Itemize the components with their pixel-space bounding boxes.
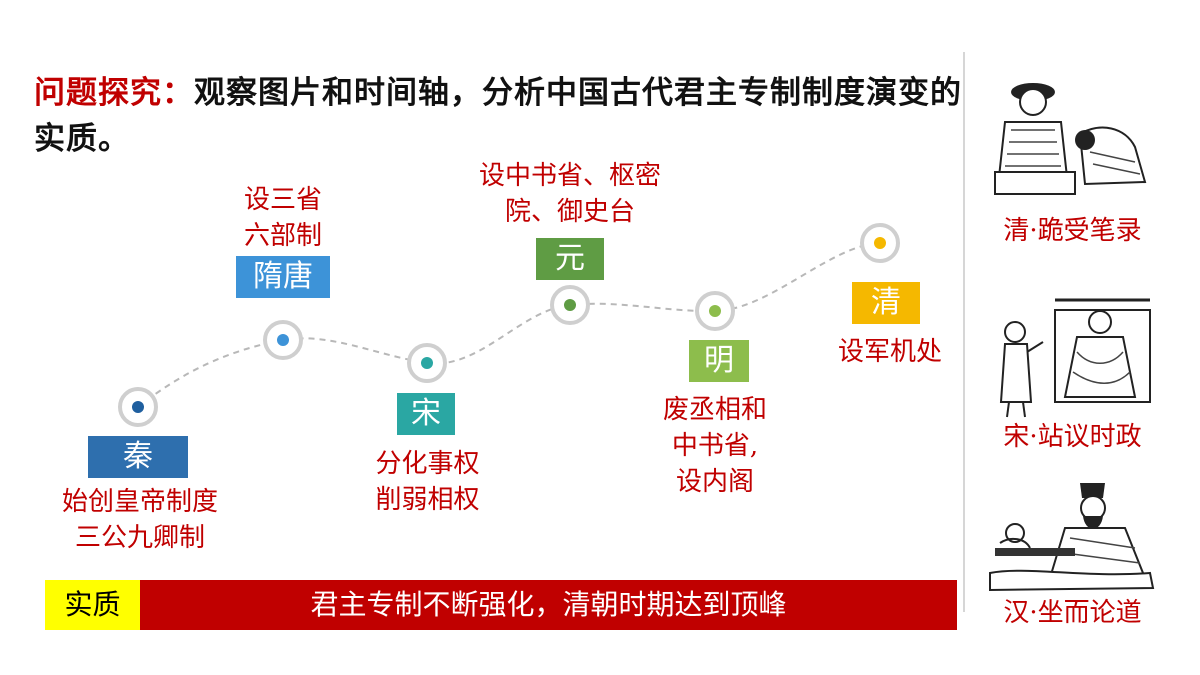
era-label: 清 bbox=[852, 282, 920, 324]
timeline-node-dot bbox=[132, 401, 144, 413]
era-label: 明 bbox=[689, 340, 749, 382]
era-description-line: 设军机处 bbox=[837, 337, 942, 367]
seated-officials-icon bbox=[989, 483, 1155, 592]
era-description-line: 三公九卿制 bbox=[74, 523, 205, 553]
era-description-line: 分化事权 bbox=[375, 449, 480, 479]
timeline-node-dot bbox=[564, 299, 576, 311]
essence-label: 实质 bbox=[45, 580, 140, 630]
era-description-line: 设内阁 bbox=[675, 467, 754, 497]
essence-text: 君主专制不断强化，清朝时期达到顶峰 bbox=[310, 588, 787, 621]
standing-official-icon bbox=[999, 298, 1151, 418]
era-description-line: 削弱相权 bbox=[375, 485, 480, 515]
era-label: 秦 bbox=[88, 436, 188, 478]
era-label: 隋唐 bbox=[236, 256, 330, 298]
illustration-caption-qing: 清·跪受笔录 bbox=[1003, 216, 1142, 246]
era-description: 设中书省、枢密院、御史台 bbox=[440, 158, 700, 230]
timeline-node-dot bbox=[874, 237, 886, 249]
era-description: 分化事权削弱相权 bbox=[330, 446, 525, 518]
era-description-line: 废丞相和 bbox=[662, 395, 767, 425]
illustration-caption-song: 宋·站议时政 bbox=[1003, 422, 1142, 452]
era-description-line: 设中书省、枢密 bbox=[478, 161, 661, 191]
illustration-caption-han: 汉·坐而论道 bbox=[1003, 598, 1142, 628]
era-description: 废丞相和中书省, 设内阁 bbox=[630, 392, 800, 500]
era-description-line: 中书省, bbox=[671, 431, 759, 461]
era-description: 设三省六部制 bbox=[200, 182, 366, 254]
question-text: 观察图片和时间轴，分析中国古代君主专制制度演变的实质。 bbox=[34, 75, 962, 157]
timeline-node-dot bbox=[709, 305, 721, 317]
essence-bar: 实质 君主专制不断强化，清朝时期达到顶峰 bbox=[45, 580, 957, 630]
era-label: 元 bbox=[536, 238, 604, 280]
era-label: 宋 bbox=[397, 393, 455, 435]
question-prompt: 问题探究：观察图片和时间轴，分析中国古代君主专制制度演变的实质。 bbox=[34, 70, 964, 162]
era-description: 始创皇帝制度三公九卿制 bbox=[40, 484, 240, 556]
timeline-node-dot bbox=[421, 357, 433, 369]
era-description: 设军机处 bbox=[810, 334, 970, 370]
timeline-node-dot bbox=[277, 334, 289, 346]
era-description-line: 六部制 bbox=[243, 221, 322, 251]
question-label: 问题探究： bbox=[34, 75, 194, 111]
era-description-line: 设三省 bbox=[243, 185, 322, 215]
era-description-line: 院、御史台 bbox=[504, 197, 635, 227]
vertical-divider bbox=[963, 52, 965, 612]
era-description-line: 始创皇帝制度 bbox=[61, 487, 218, 517]
kneeling-official-icon bbox=[994, 83, 1147, 195]
